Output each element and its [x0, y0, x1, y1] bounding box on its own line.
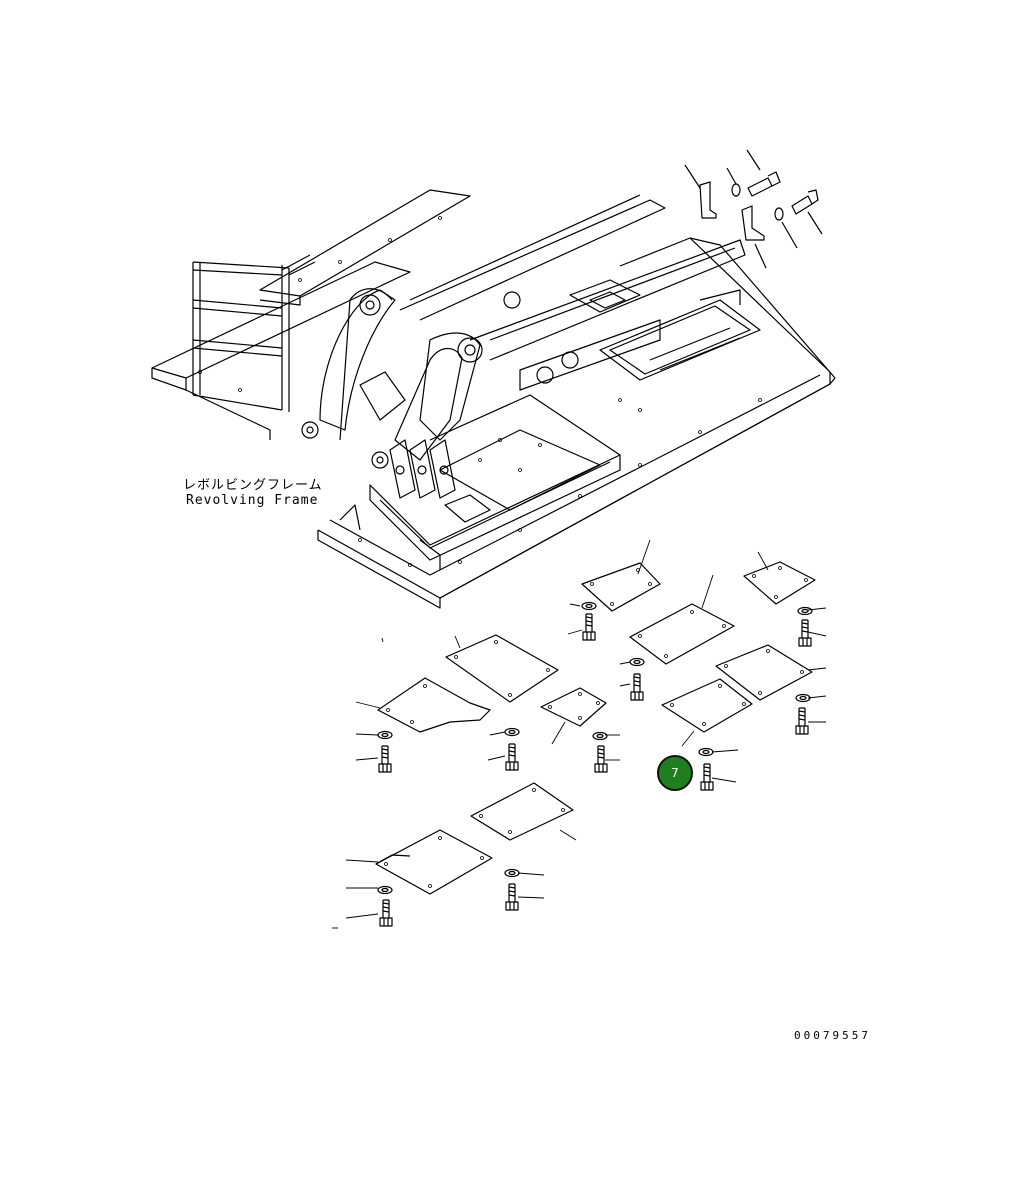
bolts: [378, 613, 812, 927]
washers: [377, 601, 813, 895]
under-covers: [375, 561, 816, 895]
leader-lines: [332, 539, 827, 929]
upper-bracket-parts: [684, 149, 823, 269]
part-callout-marker[interactable]: 7: [657, 755, 693, 791]
frame-label-japanese: レボルビングフレーム: [183, 478, 323, 493]
frame-label-english: Revolving Frame: [186, 493, 319, 508]
revolving-frame: [151, 189, 836, 609]
drawing-number: 00079557: [794, 1029, 871, 1042]
